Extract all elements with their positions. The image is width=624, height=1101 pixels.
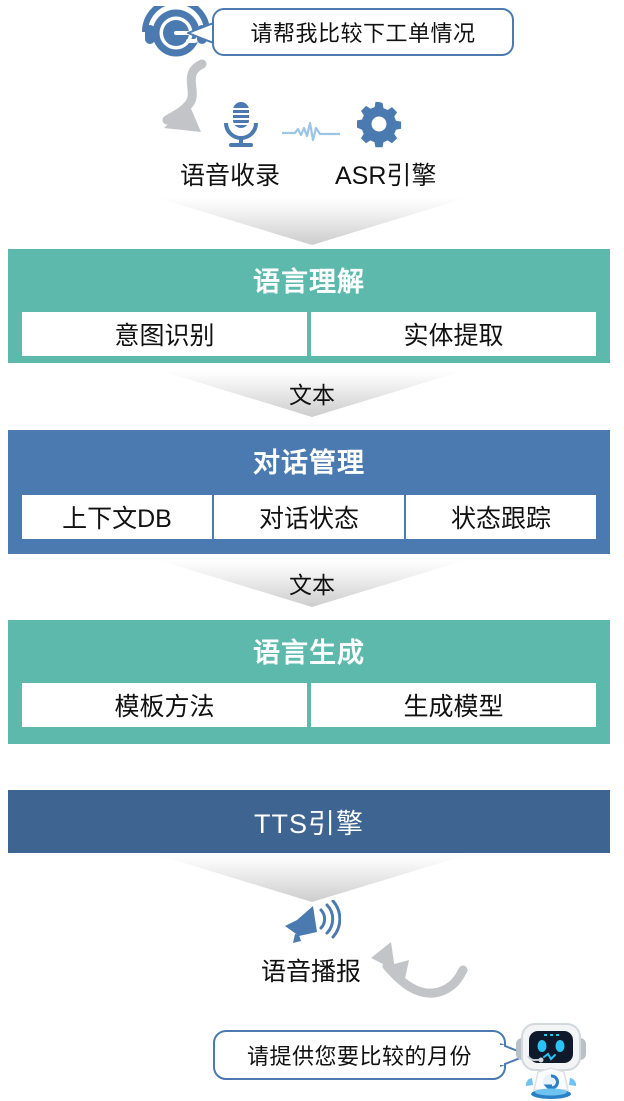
sub-box-context-db[interactable]: 上下文DB [22, 495, 212, 539]
sub-box-template-method[interactable]: 模板方法 [22, 683, 307, 727]
sub-box-intent-recognition[interactable]: 意图识别 [22, 312, 307, 356]
stage-nlu-boxes: 意图识别 实体提取 [22, 312, 596, 356]
stage-tts-title: TTS引擎 [254, 809, 364, 839]
bot-response-text: 请提供您要比较的月份 [246, 1044, 472, 1069]
waveform-icon [282, 122, 340, 142]
microphone-icon [224, 102, 258, 147]
gear-icon [357, 101, 402, 148]
label-voice-record: 语音收录 [180, 162, 281, 190]
sub-box-state-tracking[interactable]: 状态跟踪 [406, 495, 596, 539]
user-utterance-text: 请帮我比较下工单情况 [250, 21, 476, 46]
stage-nlg-title: 语言生成 [253, 638, 365, 668]
connector-label-text-2: 文本 [289, 572, 335, 598]
stage-dm-title: 对话管理 [253, 448, 365, 478]
chevron-connector-tts-output [158, 855, 466, 902]
user-speech-bubble-top: 请帮我比较下工单情况 [212, 8, 514, 56]
sub-box-generative-model[interactable]: 生成模型 [311, 683, 596, 727]
robot-assistant-icon [516, 1023, 586, 1099]
megaphone-icon [285, 900, 341, 943]
connector-label-text-1: 文本 [289, 382, 335, 408]
sub-box-entity-extraction[interactable]: 实体提取 [311, 312, 596, 356]
stage-dialog-management: 对话管理 上下文DB 对话状态 状态跟踪 [8, 430, 610, 554]
label-asr-engine: ASR引擎 [335, 162, 437, 190]
curved-down-arrow-icon [162, 59, 207, 132]
curved-up-arrow-icon [371, 942, 468, 998]
sub-box-dialog-state[interactable]: 对话状态 [214, 495, 404, 539]
stage-nlu-title: 语言理解 [253, 267, 365, 297]
stage-nlu: 语言理解 意图识别 实体提取 [8, 249, 610, 363]
stage-tts: TTS引擎 [8, 790, 610, 853]
stage-dm-boxes: 上下文DB 对话状态 状态跟踪 [22, 495, 596, 539]
stage-nlg-boxes: 模板方法 生成模型 [22, 683, 596, 727]
label-voice-broadcast: 语音播报 [261, 958, 362, 986]
chevron-connector-top [158, 198, 466, 245]
stage-nlg: 语言生成 模板方法 生成模型 [8, 620, 610, 744]
bot-speech-bubble-bottom: 请提供您要比较的月份 [213, 1030, 506, 1080]
